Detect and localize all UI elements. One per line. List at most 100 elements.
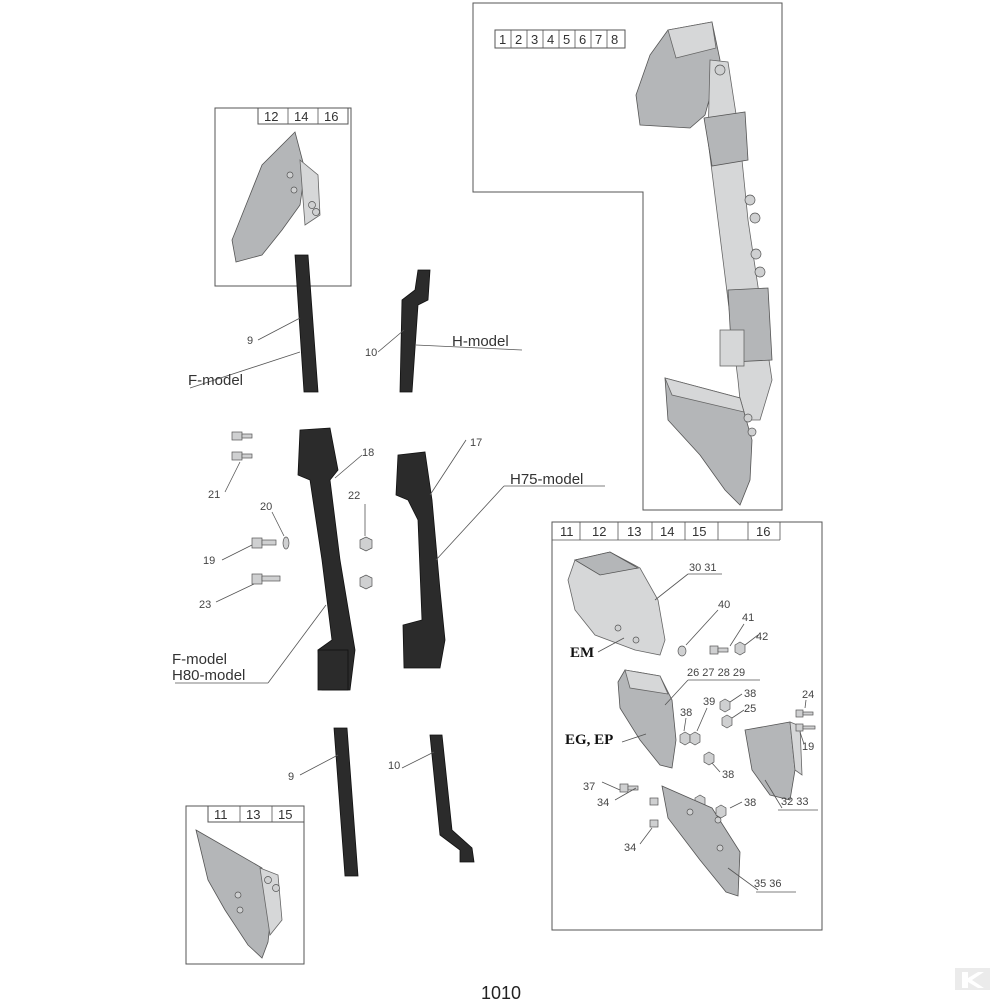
top-left-inset: 12 14 16 (214, 107, 352, 287)
header-cell: 15 (278, 807, 292, 822)
bracket-32-33: 32 33 (744, 721, 818, 811)
bolt-34-b: 34 (624, 819, 659, 854)
callout: 30 31 (689, 562, 717, 574)
bottom-right-inset: 11 12 13 14 15 16 30 31 EM 40 (551, 521, 823, 931)
header-cell: 16 (324, 109, 338, 124)
f-h80-model-tag: F-model H80-model (172, 604, 327, 684)
header-cell: 5 (563, 32, 570, 47)
em-tag: EM (570, 637, 625, 661)
leg-10-upper: 10 (365, 269, 431, 393)
page-number: 1010 (481, 983, 521, 1000)
nut-38-b: 38 (719, 688, 756, 713)
callout: 38 (744, 688, 756, 700)
header-cell: 11 (214, 807, 228, 822)
callout: 34 (597, 797, 609, 809)
callout: 40 (718, 599, 730, 611)
h-model-label: H-model (452, 333, 509, 350)
h75-model-tag: H75-model (435, 471, 605, 561)
bolt-19-detail: 19 (795, 723, 816, 753)
callout: 32 33 (781, 796, 809, 808)
callout: 20 (260, 501, 272, 513)
eg-ep-label: EG, EP (565, 732, 613, 748)
fasteners-group: 21 20 22 19 23 (199, 431, 373, 611)
top-right-inset: 1 2 3 4 5 6 7 8 (472, 2, 783, 511)
f-model-label: F-model (188, 372, 243, 389)
bottom-right-header: 11 12 13 14 15 16 (552, 522, 781, 541)
leg-9-upper: 9 (247, 254, 319, 393)
callout: 9 (247, 335, 253, 347)
bolt-23: 23 (199, 573, 281, 611)
nut-42: 42 (734, 631, 768, 656)
callout: 24 (802, 689, 814, 701)
callout: 22 (348, 490, 360, 502)
callout: 37 (583, 781, 595, 793)
winged-shovel-drawing (231, 131, 321, 263)
header-cell: 14 (294, 109, 308, 124)
callout: 38 (722, 769, 734, 781)
em-label: EM (570, 645, 594, 661)
eg-ep-shovel: 26 27 28 29 (617, 667, 760, 769)
straight-shovel-drawing (195, 829, 283, 959)
header-cell: 2 (515, 32, 522, 47)
top-right-header: 1 2 3 4 5 6 7 8 (494, 29, 626, 49)
callout: 23 (199, 599, 211, 611)
callout: 21 (208, 489, 220, 501)
washer-40: 40 (677, 599, 730, 657)
nut-38-c: 38 (703, 751, 734, 781)
leg-10-lower: 10 (388, 734, 475, 863)
header-cell: 11 (560, 524, 574, 539)
top-left-header: 12 14 16 (257, 107, 349, 125)
share-35-36: 35 36 (661, 785, 796, 897)
header-cell: 3 (531, 32, 538, 47)
bottom-left-inset: 11 13 15 (185, 805, 305, 965)
header-cell: 16 (756, 524, 770, 539)
callout: 9 (288, 771, 294, 783)
h80-model-label: H80-model (172, 667, 245, 684)
h-model-tag: H-model (415, 333, 523, 351)
bolt-41: 41 (709, 612, 754, 655)
header-cell: 1 (499, 32, 506, 47)
tine-assembly-drawing (635, 21, 773, 506)
callout: 42 (756, 631, 768, 643)
callout: 19 (802, 741, 814, 753)
header-cell: 13 (627, 524, 641, 539)
leg-17: 17 (395, 437, 482, 669)
header-cell: 13 (246, 807, 260, 822)
callout: 17 (470, 437, 482, 449)
bolt-34-a: 34 (597, 787, 659, 809)
callout: 25 (744, 703, 756, 715)
header-cell: 12 (592, 524, 606, 539)
leg-18: 18 (297, 427, 374, 691)
bottom-left-header: 11 13 15 (207, 805, 305, 823)
h75-model-label: H75-model (510, 471, 583, 488)
callout: 18 (362, 447, 374, 459)
nut-38-e: 38 (715, 804, 727, 819)
header-cell: 8 (611, 32, 618, 47)
header-cell: 14 (660, 524, 674, 539)
callout: 38 (744, 797, 756, 809)
header-cell: 15 (692, 524, 706, 539)
nut-22: 22 (348, 490, 373, 590)
header-cell: 12 (264, 109, 278, 124)
bolt-21: 21 (208, 431, 253, 501)
washer-20: 20 (260, 501, 290, 550)
eg-ep-tag: EG, EP (565, 732, 647, 748)
nut-25: 25 (721, 703, 756, 729)
callout: 34 (624, 842, 636, 854)
callout: 41 (742, 612, 754, 624)
header-cell: 6 (579, 32, 586, 47)
callout: 10 (388, 760, 400, 772)
nuts-38-39: 38 39 (679, 696, 715, 746)
bolt-37: 37 (583, 781, 639, 793)
bolt-19: 19 (203, 537, 277, 567)
em-shovel: 30 31 (567, 551, 722, 656)
f-model-top-tag: F-model (188, 351, 301, 389)
bolt-24: 24 (795, 689, 814, 718)
callout: 39 (703, 696, 715, 708)
callout: 38 (680, 707, 692, 719)
header-cell: 7 (595, 32, 602, 47)
f-model-mid-label: F-model (172, 651, 227, 668)
callout: 26 27 28 29 (687, 667, 745, 679)
callout: 35 36 (754, 878, 782, 890)
